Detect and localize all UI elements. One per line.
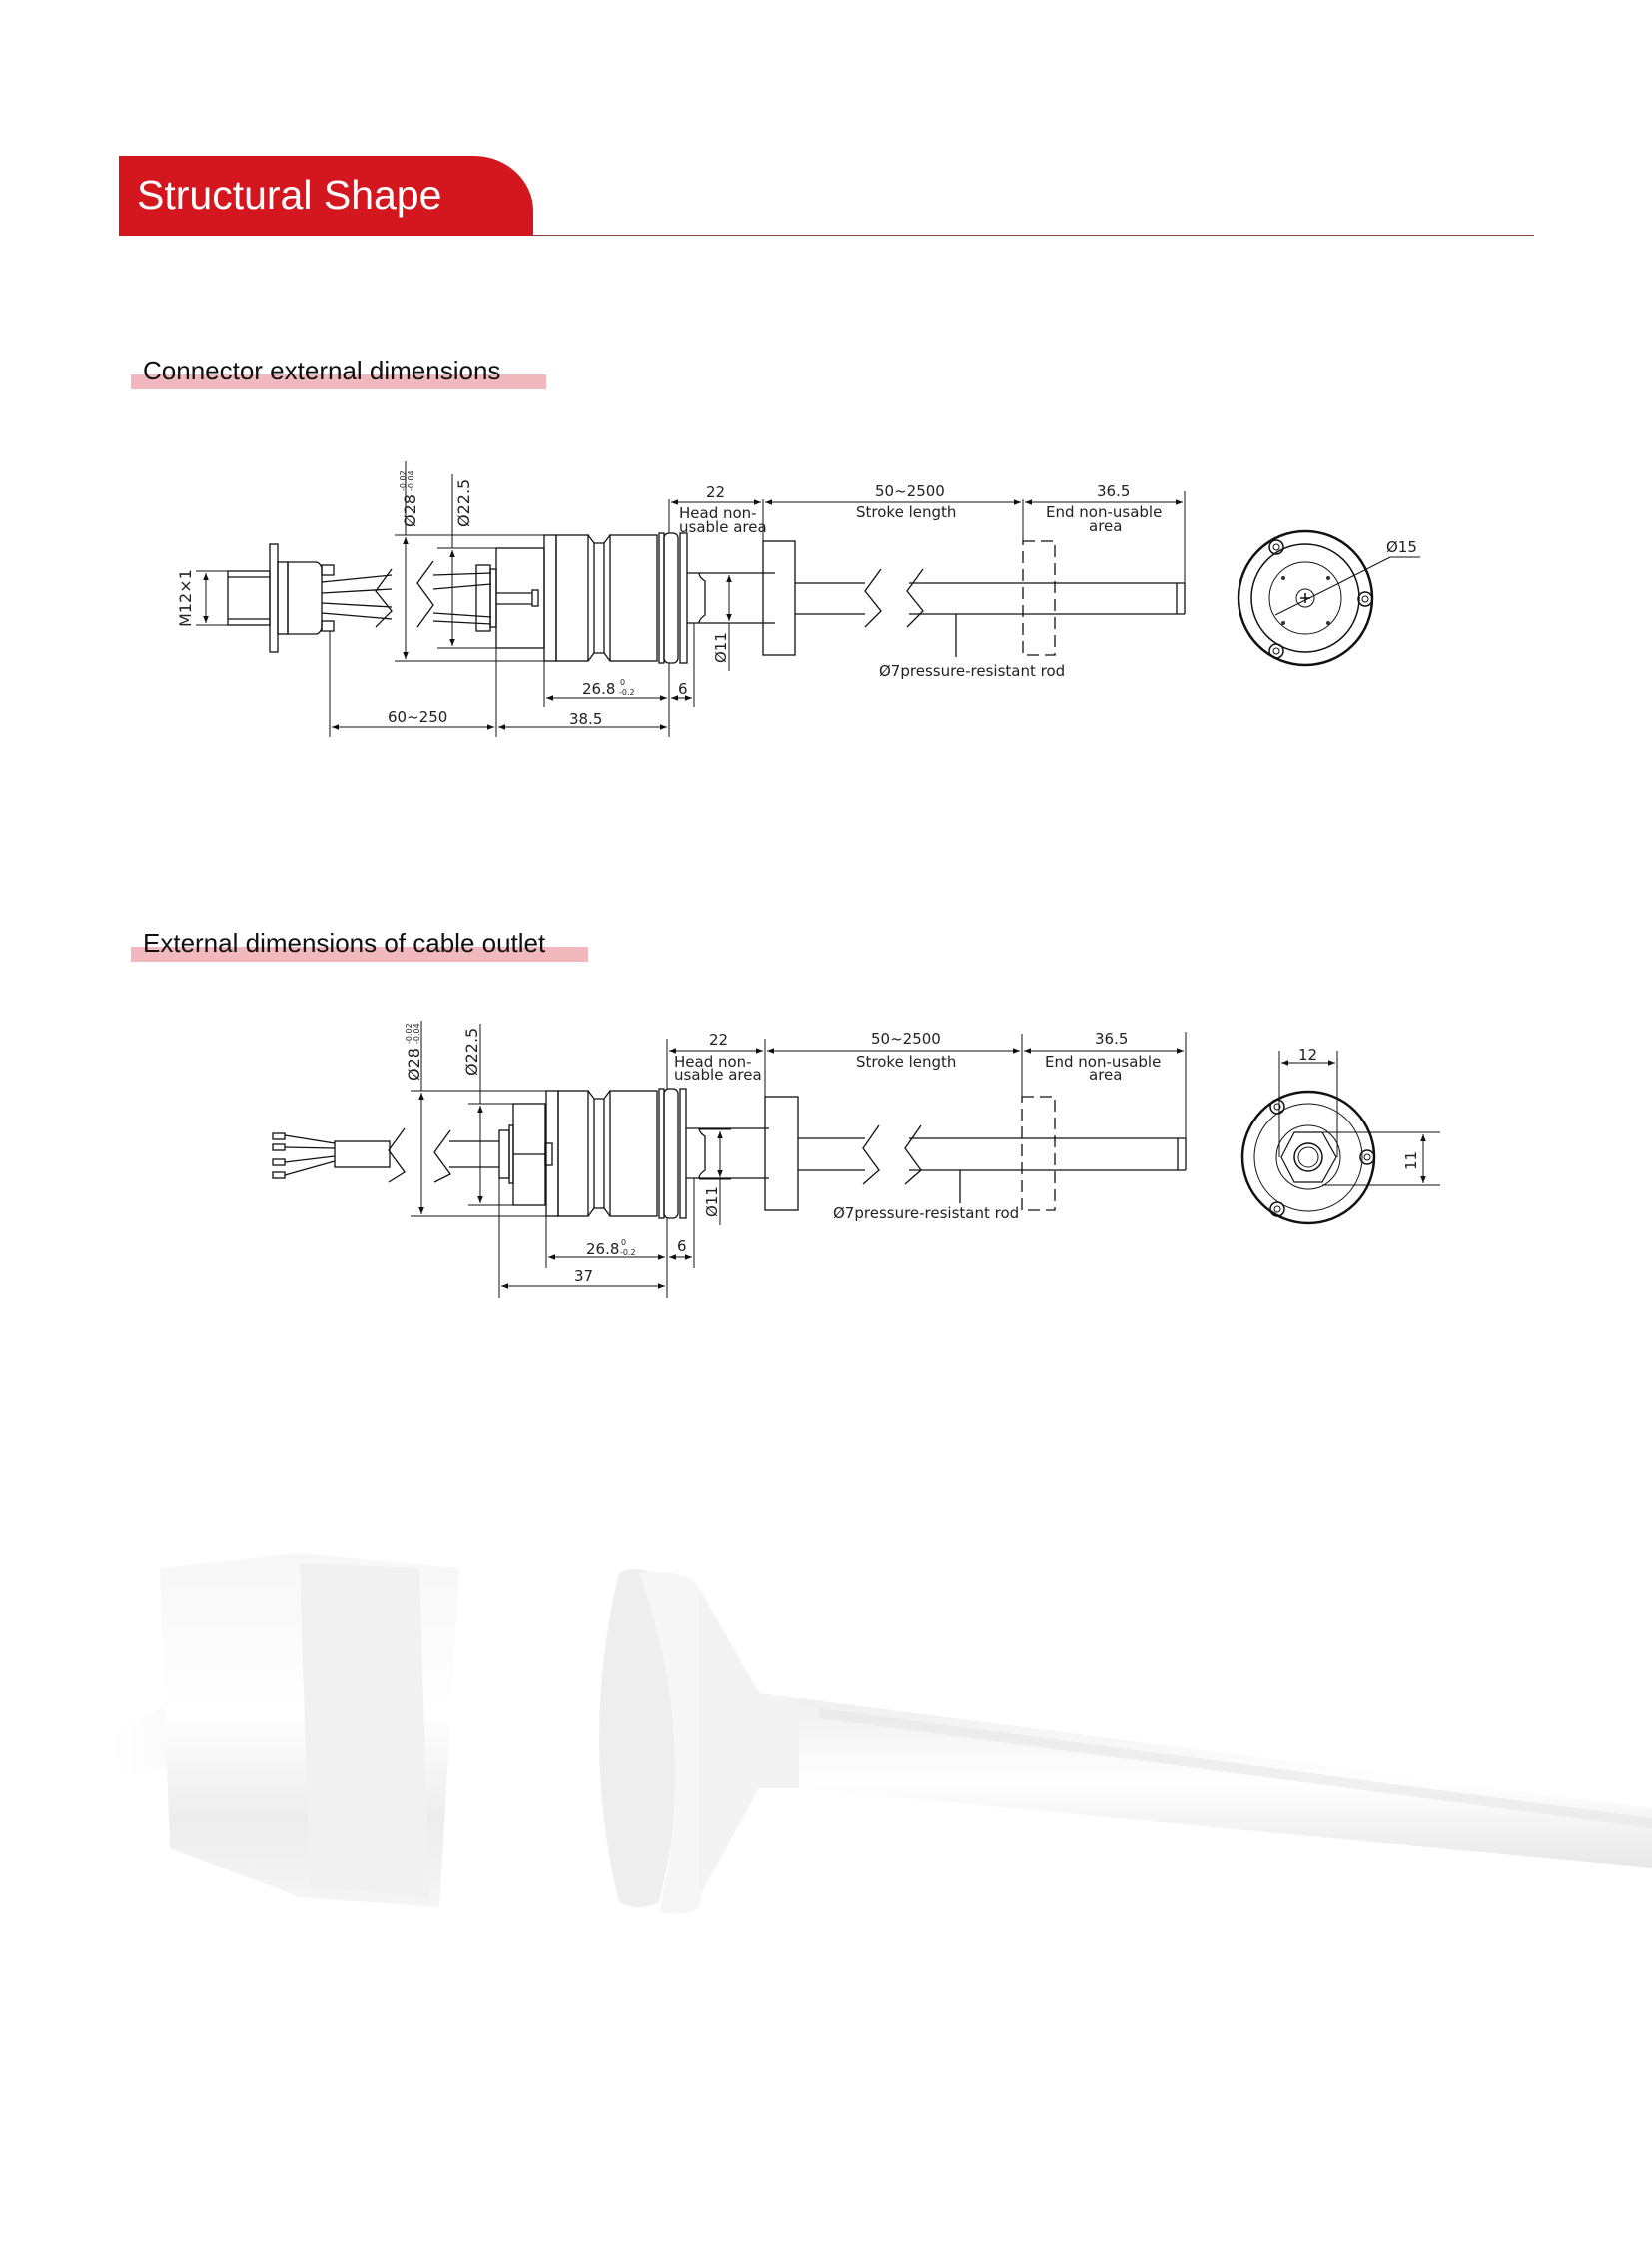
head-dim-label: 22 (706, 483, 725, 501)
body-length-label: 38.5 (569, 710, 602, 728)
body-length-label: 37 (574, 1267, 593, 1285)
head-area-label: Head non- (679, 504, 757, 522)
end-area-label-2: area (1089, 1066, 1122, 1084)
end-view-diameter-label: Ø15 (1386, 538, 1417, 556)
end-dim-label: 36.5 (1097, 482, 1130, 500)
head-area-label-2: usable area (674, 1066, 762, 1084)
cable-outlet-side-view-drawing: Ø28 -0.02 -0.04 Ø22.5 37 26.8 0 -0.2 6 Ø… (272, 1021, 1187, 1298)
section-title-cable-outlet: External dimensions of cable outlet (143, 928, 546, 958)
end-view-height-label: 11 (1402, 1151, 1420, 1170)
section-header-banner (119, 156, 533, 236)
end-view-width-label: 12 (1298, 1046, 1317, 1064)
section-title-connector: Connector external dimensions (143, 356, 501, 385)
subtitle-highlight (131, 374, 546, 389)
tolerance-lower: -0.2 (620, 1248, 636, 1257)
shoulder-length-label: 6 (677, 1237, 687, 1255)
end-dim-label: 36.5 (1095, 1030, 1128, 1048)
outer-diameter-label: Ø28 (405, 1048, 423, 1081)
background-product-image (110, 1553, 1652, 1914)
stroke-dim-label: 50~2500 (871, 1030, 941, 1048)
end-area-label: End non-usable (1045, 1053, 1161, 1071)
inner-diameter-label: Ø22.5 (454, 479, 473, 527)
subtitle-highlight (131, 947, 588, 962)
rod-base-diameter-label: Ø11 (703, 1186, 721, 1217)
stroke-dim-label: 50~2500 (875, 482, 945, 500)
outer-diameter-label: Ø28 (401, 494, 419, 527)
tolerance-upper: -0.02 (399, 470, 408, 491)
housing-length-label: 26.8 (586, 1240, 619, 1258)
rod-label: Ø7pressure-resistant rod (879, 662, 1065, 680)
connector-side-view-drawing: M12×1 Ø28 -0.02 -0.04 Ø22.5 60~250 38.5 … (176, 461, 1186, 737)
tolerance-lower: -0.04 (407, 470, 415, 491)
tolerance-upper: 0 (620, 678, 625, 687)
page-title: Structural Shape (137, 172, 442, 218)
cable-length-label: 60~250 (388, 708, 447, 726)
stroke-length-label: Stroke length (856, 503, 956, 521)
head-area-label: Head non- (674, 1053, 752, 1071)
head-area-label-2: usable area (679, 518, 767, 536)
end-area-label: End non-usable (1046, 503, 1162, 521)
stroke-length-label: Stroke length (856, 1053, 956, 1071)
rod-base-diameter-label: Ø11 (712, 632, 730, 663)
rod-label: Ø7pressure-resistant rod (833, 1204, 1019, 1222)
tolerance-lower: -0.04 (413, 1023, 421, 1044)
housing-length-label: 26.8 (582, 680, 615, 698)
end-area-label-2: area (1089, 517, 1122, 535)
head-dim-label: 22 (709, 1031, 728, 1049)
connector-end-view-drawing: Ø15 (1237, 529, 1420, 667)
cable-outlet-end-view-drawing: 12 11 (1240, 1046, 1440, 1225)
tolerance-upper: 0 (621, 1238, 626, 1247)
shoulder-length-label: 6 (678, 680, 688, 698)
inner-diameter-label: Ø22.5 (462, 1028, 481, 1076)
thread-label: M12×1 (176, 569, 195, 627)
tolerance-lower: -0.2 (619, 688, 635, 697)
header-divider (533, 235, 1534, 236)
tolerance-upper: -0.02 (405, 1023, 413, 1044)
